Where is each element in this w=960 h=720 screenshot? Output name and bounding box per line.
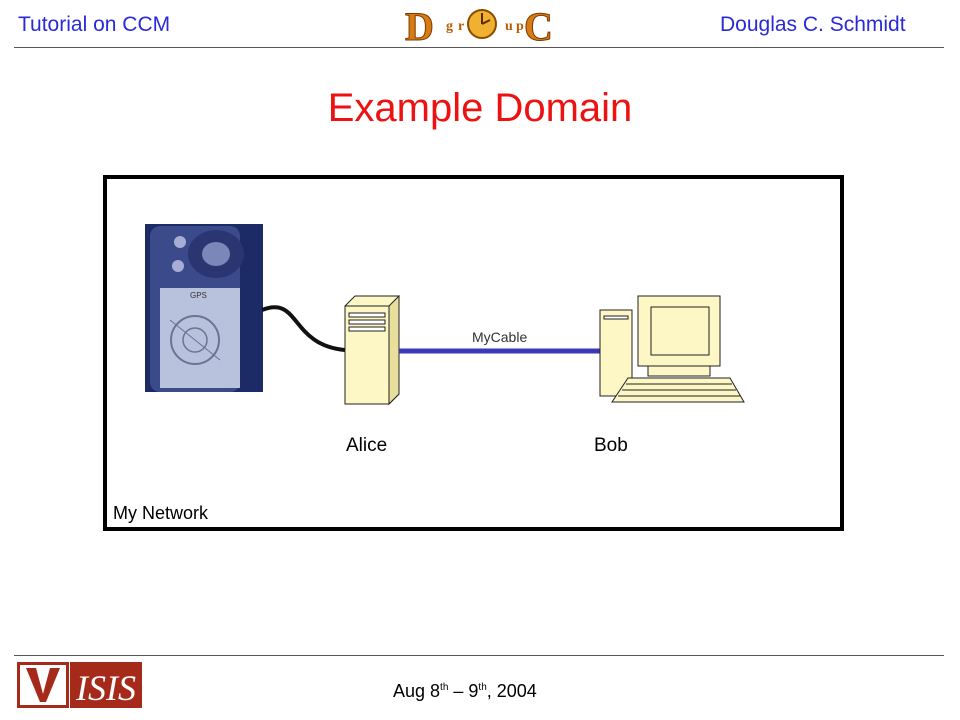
slide-title: Example Domain [327, 86, 633, 130]
gps-handheld-icon: GPS [145, 224, 263, 392]
logo-letter-c: C [524, 4, 553, 49]
vanderbilt-v-logo [17, 662, 69, 708]
footer-date: Aug 8th – 9th, 2004 [393, 681, 537, 702]
node-label-alice: Alice [346, 435, 388, 456]
date-sup-1: th [440, 682, 449, 693]
logo-letter-p: p [516, 19, 524, 34]
device-cable [261, 305, 346, 352]
logo-letter-u: u [505, 19, 513, 34]
logo-letter-d: D [405, 4, 434, 49]
header-left-title: Tutorial on CCM [18, 13, 171, 36]
gps-screen-label: GPS [190, 291, 207, 300]
server-tower-icon [344, 294, 400, 406]
date-sup-2: th [478, 682, 487, 693]
isis-logo-text: ISIS [75, 668, 136, 708]
footer-divider [14, 655, 944, 656]
logo-letter-r: r [458, 19, 464, 34]
network-label: My Network [113, 503, 209, 523]
node-label-bob: Bob [594, 435, 628, 456]
desktop-computer-icon [599, 295, 745, 403]
header-author: Douglas C. Schmidt [720, 13, 906, 36]
cable-label: MyCable [472, 329, 528, 345]
date-part-1: Aug 8 [393, 681, 441, 701]
date-part-2: – 9 [448, 681, 479, 701]
doc-group-logo: D g r u p C [405, 4, 554, 50]
logo-letter-g: g [446, 19, 453, 34]
header-divider [14, 47, 944, 48]
date-part-3: , 2004 [486, 681, 537, 701]
isis-logo: ISIS [70, 662, 142, 708]
